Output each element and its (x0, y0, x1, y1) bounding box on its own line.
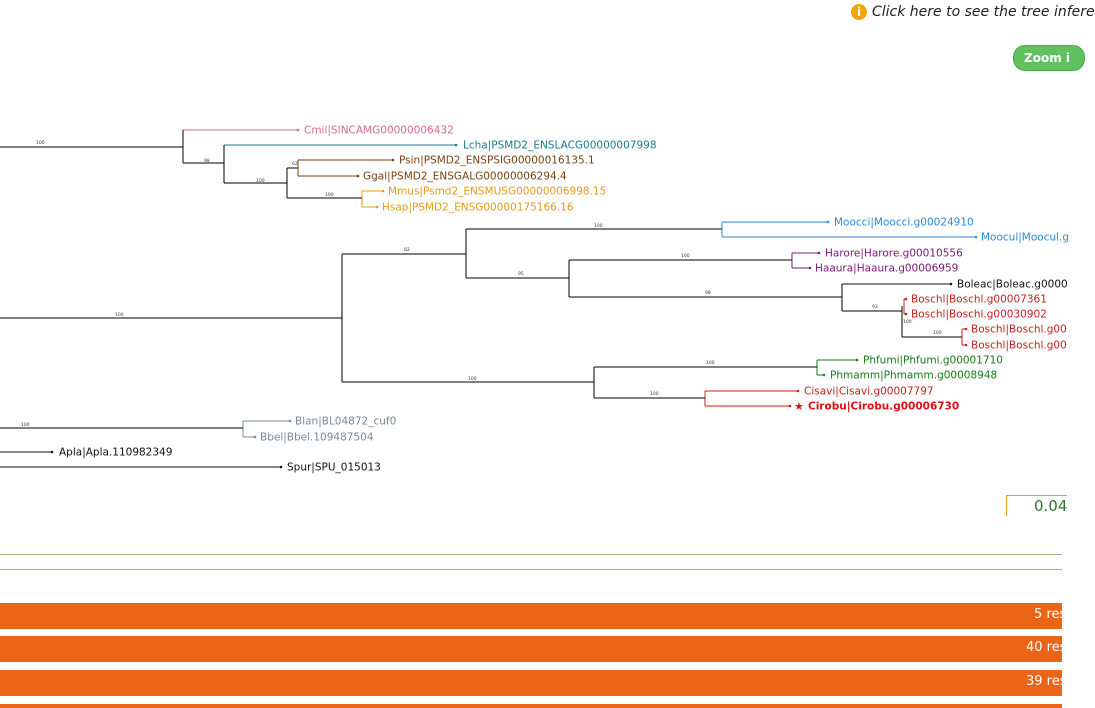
result-count-label: 40 res (1026, 640, 1067, 655)
leaf-dot (808, 266, 812, 270)
leaf-label-blan[interactable]: Blan|BL04872_cuf0 (295, 416, 396, 428)
leaf-dot (822, 373, 826, 377)
scale-label: 0.04 (1034, 497, 1068, 515)
result-bar-2[interactable]: 40 res (0, 636, 1067, 662)
leaf-label-boschl4[interactable]: Boschl|Boschl.g00 (971, 340, 1067, 352)
leaf-label-moocul[interactable]: Moocul|Moocul.g (981, 232, 1069, 244)
leaf-dot (964, 343, 968, 347)
support-value: 100 (256, 178, 265, 184)
leaf-label-spur[interactable]: Spur|SPU_015013 (287, 462, 381, 474)
leaf-dot (788, 404, 792, 408)
result-bar-1[interactable]: 5 res (0, 603, 1066, 629)
leaf-dot (796, 389, 800, 393)
leaf-dot (391, 158, 395, 162)
leaf-dot (375, 205, 379, 209)
support-value: 100 (706, 360, 715, 366)
support-value: 100 (325, 192, 334, 198)
leaf-dot (288, 419, 292, 423)
leaf-label-mmus[interactable]: Mmus|Psmd2_ENSMUSG00000006998.15 (388, 186, 606, 198)
leaf-label-boschl1[interactable]: Boschl|Boschl.g00007361 (911, 294, 1047, 306)
support-value: 93 (872, 304, 878, 310)
leaf-label-apla[interactable]: Apla|Apla.110982349 (59, 447, 172, 459)
leaf-label-phmamm[interactable]: Phmamm|Phmamm.g00008948 (830, 370, 997, 382)
leaf-dot (904, 297, 908, 301)
leaf-dot (454, 143, 458, 147)
leaf-label-lcha[interactable]: Lcha|PSMD2_ENSLACG00000007998 (463, 140, 657, 152)
leaf-dot (974, 235, 978, 239)
leaf-label-boschl3[interactable]: Boschl|Boschl.g00 (971, 324, 1067, 336)
leaf-label-bbel[interactable]: Bbel|Bbel.109487504 (260, 432, 374, 444)
leaf-dot (826, 220, 830, 224)
leaf-dot (381, 189, 385, 193)
info-link-text: Click here to see the tree infere (872, 4, 1095, 20)
support-value: 82 (404, 247, 410, 253)
zoom-button[interactable]: Zoom i (1013, 45, 1085, 71)
leaf-label-ggal[interactable]: Ggal|PSMD2_ENSGALG00000006294.4 (363, 171, 567, 183)
support-value: 98 (705, 290, 711, 296)
leaf-dot (855, 358, 859, 362)
leaf-label-cmil[interactable]: Cmil|SINCAMG00000006432 (304, 125, 454, 137)
leaf-dot (817, 251, 821, 255)
support-value: 100 (468, 376, 477, 382)
phylogenetic-tree: Cmil|SINCAMG00000006432Lcha|PSMD2_ENSLAC… (0, 125, 1069, 474)
leaf-label-haaura[interactable]: Haaura|Haaura.g00006959 (815, 263, 958, 275)
leaf-dot (279, 465, 283, 469)
leaf-label-cisavi[interactable]: Cisavi|Cisavi.g00007797 (804, 386, 934, 398)
support-value: 62 (292, 161, 298, 167)
support-value: 100 (933, 330, 942, 336)
leaf-dot (296, 128, 300, 132)
leaf-dot (253, 435, 257, 439)
leaf-label-psin[interactable]: Psin|PSMD2_ENSPSIG00000016135.1 (399, 155, 595, 167)
support-value: 100 (594, 223, 603, 229)
leaf-dot (50, 450, 54, 454)
support-value: 100 (681, 253, 690, 259)
leaf-label-harore[interactable]: Harore|Harore.g00010556 (825, 248, 963, 260)
support-value: 100 (650, 391, 659, 397)
info-icon: i (851, 4, 867, 20)
result-bar-3[interactable]: 39 res (0, 670, 1067, 696)
leaf-label-moocci[interactable]: Moocci|Moocci.g00024910 (834, 217, 974, 229)
leaf-dot (904, 312, 908, 316)
support-value: 95 (518, 271, 524, 277)
leaf-label-boschl2[interactable]: Boschl|Boschl.g00030902 (911, 309, 1047, 321)
support-value: 100 (36, 140, 45, 146)
leaf-label-cirobu[interactable]: Cirobu|Cirobu.g00006730 (808, 401, 959, 413)
leaf-label-hsap[interactable]: Hsap|PSMD2_ENSG00000175166.16 (382, 202, 574, 214)
leaf-dot (356, 174, 360, 178)
leaf-label-boleac[interactable]: Boleac|Boleac.g0000 (957, 279, 1068, 291)
divider-bottom (0, 569, 1062, 570)
leaf-label-phfumi[interactable]: Phfumi|Phfumi.g00001710 (863, 355, 1003, 367)
star-icon: ★ (794, 400, 804, 413)
result-bar-edge (0, 704, 1062, 708)
tree-inference-info-link[interactable]: i Click here to see the tree infere (851, 4, 1095, 20)
scale-bar (1006, 495, 1067, 516)
support-value: 100 (115, 312, 124, 318)
support-value: 100 (21, 422, 30, 428)
result-count-label: 5 res (1034, 607, 1067, 622)
divider-top (0, 554, 1062, 555)
result-count-label: 39 res (1026, 674, 1067, 689)
support-value: 100 (903, 319, 912, 325)
leaf-dot (964, 327, 968, 331)
leaf-dot (949, 282, 953, 286)
support-value: 98 (204, 158, 210, 164)
